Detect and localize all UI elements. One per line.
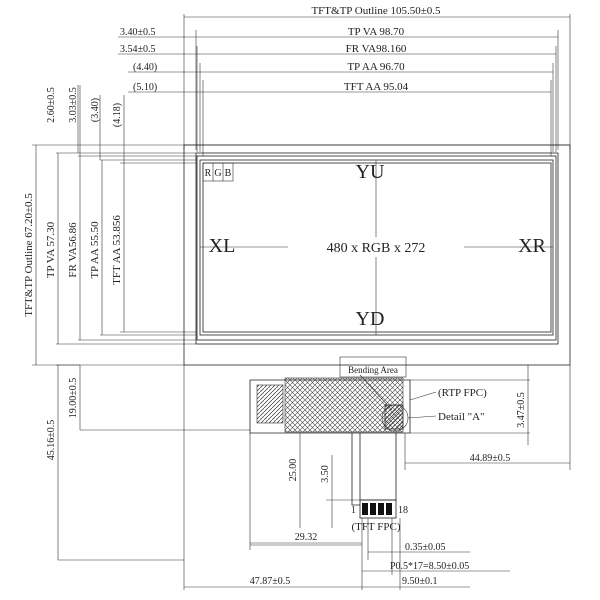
label-xr: XR [518, 235, 546, 257]
dim-offset-4-18: (4.18) [112, 103, 123, 127]
dim-3-47: 3.47±0.5 [516, 392, 527, 428]
dim-tft-aa-height: TFT AA 53.856 [111, 215, 123, 285]
dim-tp-aa-width: TP AA 96.70 [347, 61, 405, 73]
bending-area-label: Bending Area [348, 365, 398, 375]
rgb-r-label: R [205, 168, 212, 179]
dim-0-35: 0.35±0.05 [405, 542, 446, 553]
dim-tft-aa-width: TFT AA 95.04 [344, 81, 409, 93]
dim-25-00: 25.00 [288, 459, 299, 482]
dim-9-50: 9.50±0.1 [402, 576, 438, 587]
tft-fpc-label: (TFT FPC) [351, 521, 400, 533]
rgb-g-label: G [214, 168, 221, 179]
dim-offset-5-10: (5.10) [133, 82, 157, 93]
dim-pitch: P0.5*17=8.50±0.05 [390, 561, 469, 572]
dim-outline-height: TFT&TP Outline 67.20±0.5 [23, 193, 35, 317]
dim-tp-aa-height: TP AA 55.50 [89, 221, 101, 279]
pin-1-label: 1 [351, 505, 356, 516]
detail-a-label: Detail "A" [438, 411, 485, 423]
dim-tp-va-width: TP VA 98.70 [348, 26, 405, 38]
dim-47-87: 47.87±0.5 [250, 576, 291, 587]
dim-offset-3-03: 3.03±0.5 [68, 87, 79, 123]
screen-labels: R G B YU YD XL XR 480 x RGB x 272 [205, 161, 547, 330]
dim-fpc-19-00: 19.00±0.5 [68, 378, 79, 419]
dim-fr-va-width: FR VA98.160 [346, 43, 407, 55]
dim-offset-3-40: 3.40±0.5 [120, 27, 156, 38]
resolution-label: 480 x RGB x 272 [327, 241, 426, 256]
pin-18-label: 18 [398, 505, 408, 516]
dim-offset-3-40-v: (3.40) [90, 98, 101, 122]
label-xl: XL [209, 235, 236, 257]
dim-fr-va-height: FR VA56.86 [67, 222, 79, 278]
label-yd: YD [356, 308, 385, 330]
left-dimensions: TFT&TP Outline 67.20±0.5 TP VA 57.30 FR … [23, 85, 570, 560]
dim-44-89: 44.89±0.5 [470, 453, 511, 464]
top-dimensions: TFT&TP Outline 105.50±0.5 TP VA 98.70 FR… [118, 5, 571, 156]
rgb-b-label: B [225, 168, 232, 179]
dim-3-50: 3.50 [320, 465, 331, 483]
dim-fpc-45-16: 45.16±0.5 [46, 420, 57, 461]
dim-29-32: 29.32 [295, 532, 318, 543]
rtp-fpc-label: (RTP FPC) [438, 387, 487, 399]
bottom-dimensions: 3.47±0.5 44.89±0.5 25.00 3.50 29.32 0.35… [58, 365, 571, 590]
fpc-assembly: Bending Area 1 18 (TFT FPC) (RTP FPC) De… [249, 356, 487, 533]
dim-tp-va-height: TP VA 57.30 [45, 221, 57, 278]
dim-offset-3-54: 3.54±0.5 [120, 44, 156, 55]
dim-offset-4-40: (4.40) [133, 62, 157, 73]
dim-outline-width: TFT&TP Outline 105.50±0.5 [311, 5, 441, 17]
dim-offset-2-60: 2.60±0.5 [46, 87, 57, 123]
label-yu: YU [356, 161, 385, 183]
